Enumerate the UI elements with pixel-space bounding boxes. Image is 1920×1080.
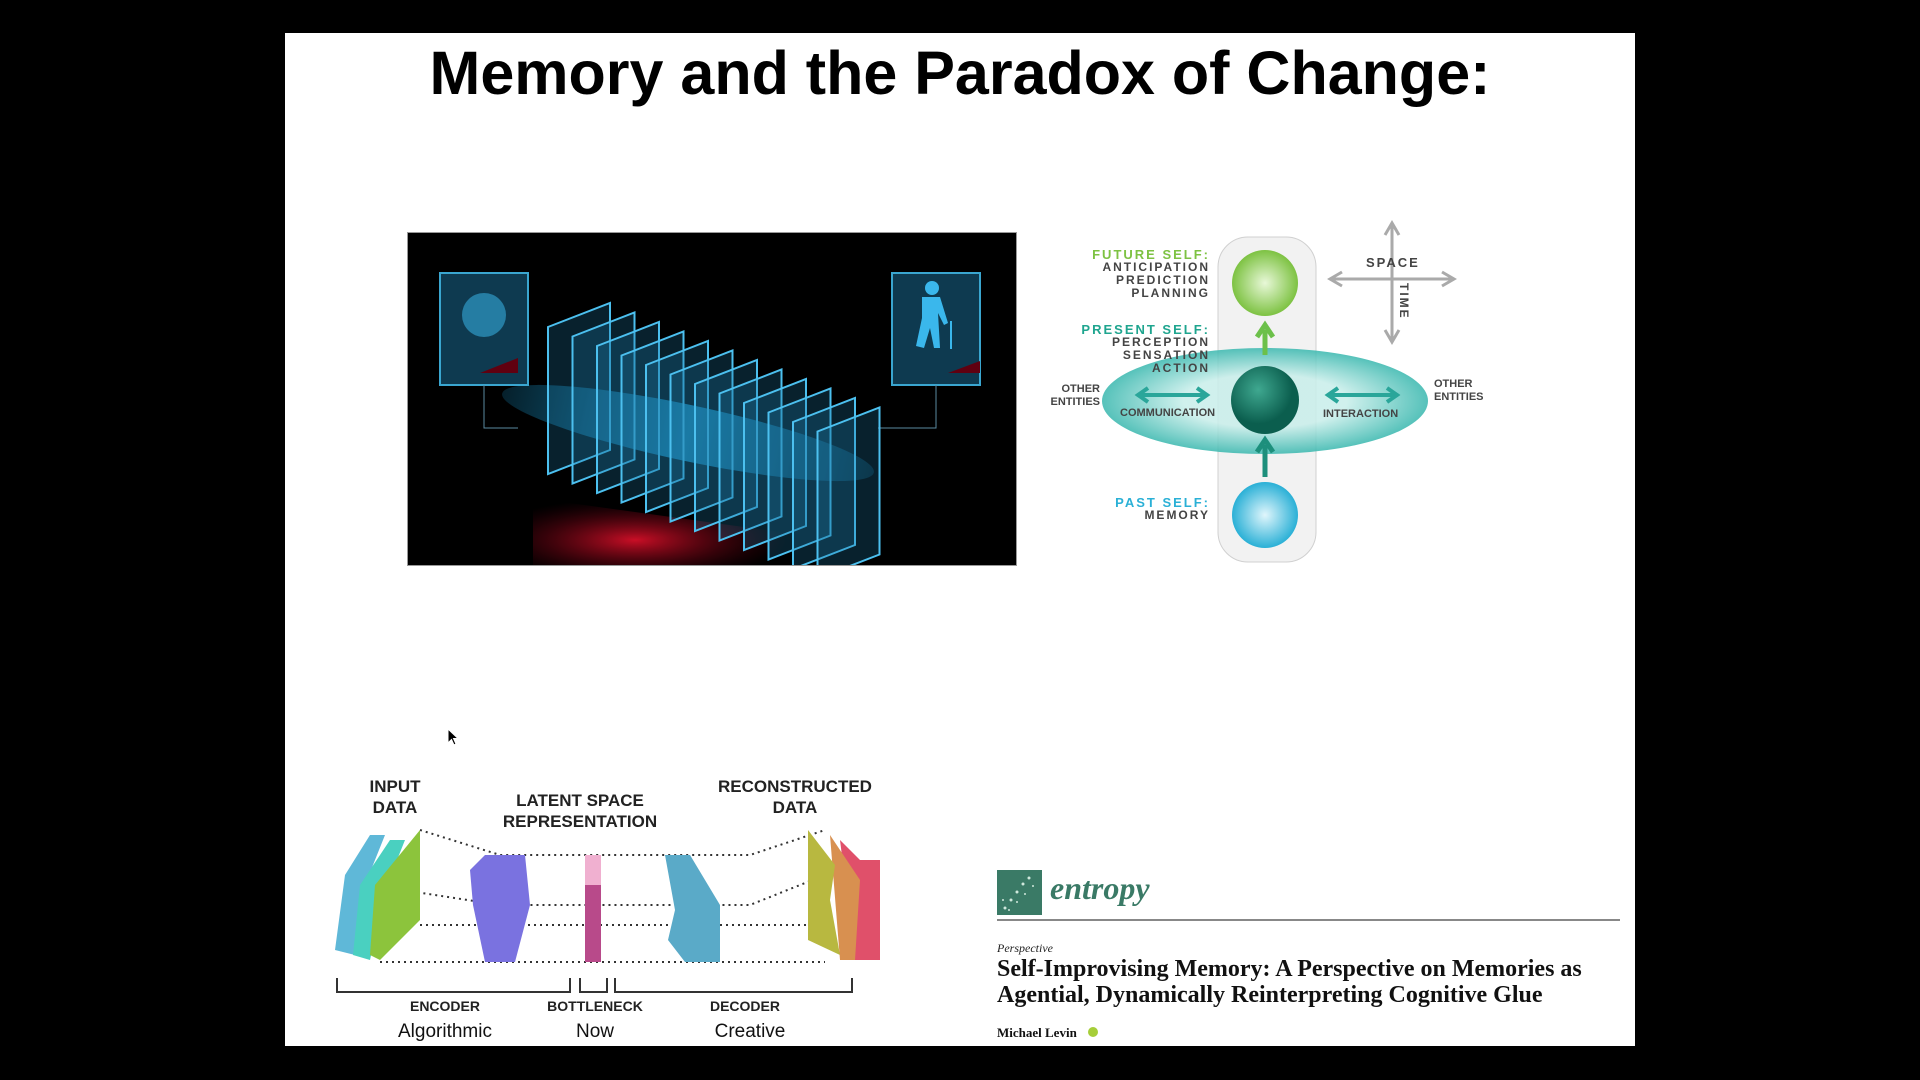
journal-name: entropy [1050,870,1150,906]
lifespan-image [407,232,1017,580]
arrow-up-icon [1254,320,1276,355]
bottleneck-label: BOTTLENECK [547,998,643,1014]
past-self-cell [1232,482,1298,548]
other-entities-label: OTHER [1061,383,1101,395]
encoder-block [470,855,530,962]
self-diagram: FUTURE SELF: ANTICIPATION PREDICTION PLA… [1040,215,1500,575]
divider [997,919,1620,921]
future-item: ANTICIPATION [1102,260,1210,274]
orcid-icon[interactable] [1088,1027,1098,1037]
other-entities-label: ENTITIES [1434,391,1484,403]
double-arrow-icon [1134,386,1211,404]
other-entities-label: ENTITIES [1050,396,1100,408]
time-frame [792,396,856,571]
time-frame [620,330,685,504]
author-name: Michael Levin [997,1025,1077,1040]
latent-space-label: LATENT SPACE [516,791,644,810]
paper-citation: entropy Perspective Self-Improvising Mem… [997,868,1622,1048]
communication-label: COMMUNICATION [1120,407,1216,419]
time-frame [669,349,734,523]
time-frame [816,406,881,580]
input-data-label: DATA [372,798,418,817]
time-frame [743,377,807,552]
time-frames [547,301,881,580]
section-brackets [336,978,853,993]
future-item: PREDICTION [1115,273,1210,287]
time-frame [767,387,832,561]
space-time-axes-icon [1327,220,1457,345]
present-item: ACTION [1152,361,1210,375]
article-type: Perspective [997,941,1053,955]
page-title: Memory and the Paradox of Change: [429,39,1491,107]
input-data-label: INPUT [369,777,421,796]
time-frame [694,358,758,533]
decoder-block [665,855,720,962]
entropy-logo-icon [997,870,1042,915]
autoencoder-diagram: INPUT DATA LATENT SPACE REPRESENTATION REC… [325,770,895,1050]
past-item: MEMORY [1144,508,1210,522]
past-self-title: PAST SELF: [1115,495,1210,510]
future-item: PLANNING [1131,286,1210,300]
input-data-layers [335,830,420,960]
reconstructed-data-label: RECONSTRUCTED [718,777,872,796]
paper-title-line: Self-Improvising Memory: A Perspective o… [997,956,1582,982]
time-frame [571,311,636,485]
time-frame [718,368,783,542]
red-particles [533,498,788,568]
encoder-note: Algorithmic [398,1021,492,1042]
reconstructed-data-label: DATA [772,798,818,817]
future-self-cell [1232,250,1298,316]
decoder-note: Creative [714,1021,786,1042]
interaction-label: INTERACTION [1323,408,1399,420]
latent-space-label: REPRESENTATION [502,812,658,831]
elderly-person-icon [916,281,952,349]
time-label: TIME [1397,283,1411,320]
bottleneck-note: Now [575,1021,614,1042]
encoder-label: ENCODER [409,998,480,1014]
reconstructed-data-layers [808,830,880,960]
other-entities-label: OTHER [1434,378,1473,390]
present-self-title: PRESENT SELF: [1081,322,1210,337]
double-arrow-icon [1324,386,1401,404]
mouse-cursor-icon [447,728,460,746]
time-frame [596,320,660,495]
present-item: SENSATION [1122,348,1210,362]
time-frame [645,339,709,514]
future-self-title: FUTURE SELF: [1092,247,1210,262]
present-item: PERCEPTION [1111,335,1210,349]
embryo-icon [462,293,506,337]
arrow-up-icon [1254,435,1276,477]
present-self-cell [1231,366,1299,434]
decoder-label: DECODER [709,998,780,1014]
space-label: SPACE [1366,255,1420,270]
paper-title-line: Agential, Dynamically Reinterpreting Cog… [997,982,1543,1008]
time-frame [547,301,611,476]
